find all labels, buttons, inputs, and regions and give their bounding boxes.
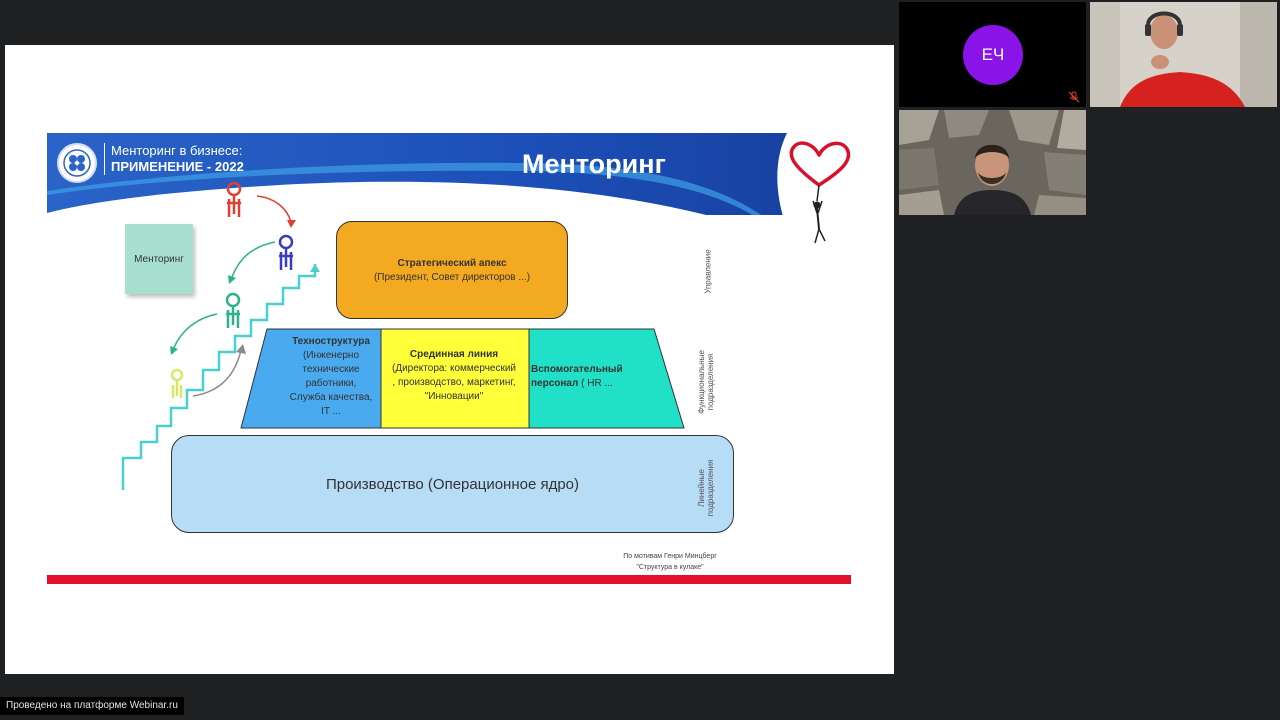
- technostructure-line: работники,: [305, 378, 357, 389]
- support-staff-title-2: персонал: [531, 378, 579, 389]
- participant-video-2: [899, 110, 1086, 215]
- source-credit-line2: "Структура в кулаке": [636, 564, 704, 571]
- strategic-apex-subtitle: (Президент, Совет директоров ...): [373, 272, 531, 283]
- clover-logo-icon: [63, 149, 91, 177]
- banner-background: [47, 133, 851, 215]
- technostructure-line: технические: [302, 364, 360, 375]
- mentoring-sticky-note: Менторинг: [125, 224, 193, 294]
- person-blue-icon: [278, 234, 294, 270]
- heart-with-figure-icon: [789, 141, 851, 244]
- arrow-red-icon: [287, 220, 296, 228]
- avatar: ЕЧ: [963, 25, 1023, 85]
- career-stairs-illustration: [121, 181, 320, 490]
- functional-side-label-line2: подразделения: [706, 353, 715, 411]
- middle-line-block: [380, 328, 530, 429]
- banner-subtitle-event: ПРИМЕНЕНИЕ - 2022: [111, 159, 244, 174]
- middle-line-line: (Директора: коммерческий: [391, 363, 517, 374]
- arrow-green-2-icon: [170, 346, 178, 355]
- support-staff-text: Вспомогательный персонал ( HR ...: [531, 363, 641, 391]
- technostructure-line: Служба качества,: [289, 392, 373, 403]
- operating-core-label: Производство (Операционное ядро): [325, 475, 580, 493]
- management-side-label: Управление: [703, 249, 713, 294]
- operating-core-block: Производство (Операционное ядро): [171, 435, 734, 533]
- strategic-apex-block: Стратегический апекс (Президент, Совет д…: [336, 221, 568, 319]
- arrow-gray-icon: [236, 344, 246, 354]
- participant-video-tile-1[interactable]: [1090, 2, 1277, 107]
- mic-muted-icon: [1068, 91, 1080, 103]
- technostructure-title: Техноструктура: [292, 336, 370, 347]
- support-staff-title: Вспомогательный: [531, 364, 623, 375]
- arrow-green-icon: [228, 275, 236, 284]
- slide-title: Менторинг: [522, 149, 666, 179]
- person-red-icon: [226, 181, 242, 217]
- functional-side-label-line1: Функциональные: [697, 350, 706, 414]
- slide-footer-bar: [47, 575, 851, 584]
- technostructure-text: Техноструктура (Инженерно технические ра…: [281, 335, 381, 419]
- technostructure-line: (Инженерно: [302, 350, 360, 361]
- functional-side-label: Функциональные подразделения: [697, 347, 715, 417]
- linear-side-label-line2: подразделения: [706, 459, 715, 517]
- heart-illustration: [757, 133, 857, 253]
- support-staff-detail: ( HR ...: [578, 378, 613, 389]
- club-logo: [57, 143, 97, 183]
- strategic-apex-title: Стратегический апекс: [397, 258, 507, 269]
- source-credit-line1: По мотивам Генри Минцберг: [623, 553, 717, 560]
- technostructure-line: IT ...: [321, 406, 341, 417]
- banner-subtitle: Менторинг в бизнесе:: [111, 143, 243, 158]
- middle-line-title: Срединная линия: [409, 349, 499, 360]
- linear-side-label-line1: Линейные: [697, 469, 706, 507]
- middle-line-line: , производство, маркетинг,: [392, 377, 516, 388]
- person-yellow-icon: [170, 368, 184, 398]
- avatar-initials: ЕЧ: [981, 45, 1005, 64]
- slide-banner: Менторинг в бизнесе: ПРИМЕНЕНИЕ - 2022 М…: [47, 133, 851, 215]
- linear-side-label: Линейные подразделения: [697, 453, 715, 523]
- participant-video-tile-2[interactable]: [899, 110, 1086, 215]
- banner-separator: [104, 143, 105, 175]
- platform-credit: Проведено на платформе Webinar.ru: [0, 697, 184, 715]
- participant-video-1: [1090, 2, 1277, 107]
- functional-tier-shape: [240, 328, 685, 429]
- middle-line-text: Срединная линия (Директора: коммерческий…: [382, 348, 526, 404]
- source-credit: По мотивам Генри Минцберг "Структура в к…: [605, 551, 735, 573]
- presentation-slide: Менторинг в бизнесе: ПРИМЕНЕНИЕ - 2022 М…: [5, 45, 894, 674]
- support-staff-block: [528, 328, 685, 429]
- participant-tile-avatar[interactable]: ЕЧ: [899, 2, 1086, 107]
- person-green-icon: [225, 292, 241, 328]
- middle-line-line: "Инновации": [424, 391, 484, 402]
